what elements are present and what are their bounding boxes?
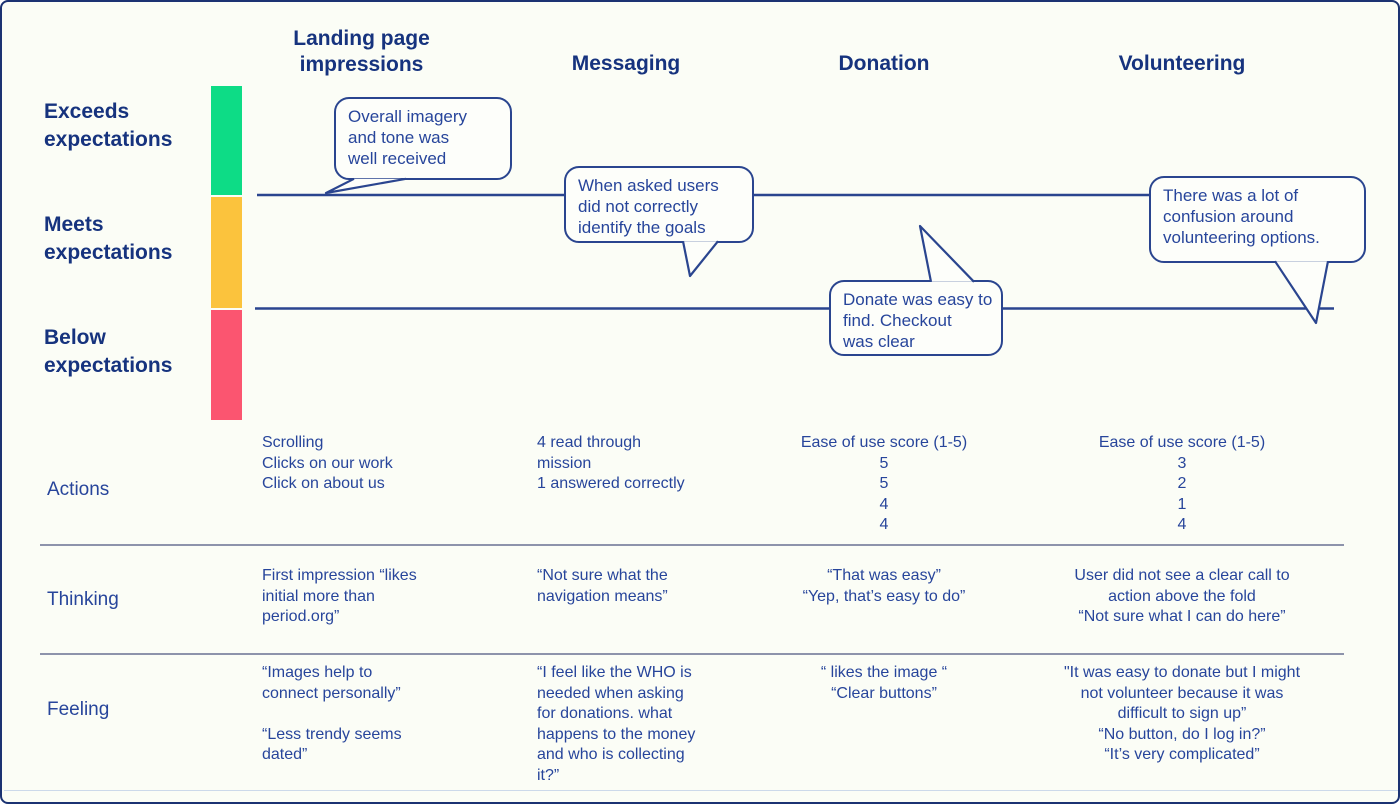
- cell-actions-donation: Ease of use score (1-5) 5 5 4 4: [800, 434, 968, 533]
- cell-actions-landing: Scrolling Clicks on our work Click on ab…: [262, 434, 393, 492]
- scale-label-below: Below expectations: [44, 326, 173, 377]
- footer-rule: [4, 790, 1398, 791]
- annotation-bubble-donation: Donate was easy to find. Checkout was cl…: [829, 280, 1003, 356]
- scale-label-meets: Meets expectations: [44, 213, 173, 264]
- separator-thinking-feeling: [40, 653, 1344, 655]
- separator-actions-thinking: [40, 544, 1344, 546]
- cell-feeling-donation: “ likes the image “ “Clear buttons”: [820, 664, 948, 702]
- cell-thinking-volunteering: User did not see a clear call to action …: [1074, 567, 1290, 625]
- scale-bar-meets: [211, 197, 242, 308]
- cell-thinking-donation: “That was easy” “Yep, that’s easy to do”: [802, 567, 966, 605]
- cell-actions-messaging: 4 read through mission 1 answered correc…: [537, 434, 685, 492]
- row-label-feeling: Feeling: [47, 699, 110, 720]
- column-header-landing-page: Landing page impressions: [293, 27, 430, 76]
- cell-thinking-landing: First impression “likes initial more tha…: [262, 567, 417, 625]
- bubble-tail-donation: [918, 224, 975, 283]
- scale-label-exceeds: Exceeds expectations: [44, 100, 173, 151]
- annotation-bubble-messaging: When asked users did not correctly ident…: [564, 166, 754, 243]
- row-label-thinking: Thinking: [47, 589, 119, 610]
- bubble-tail-messaging: [681, 240, 719, 278]
- scale-bar-exceeds: [211, 86, 242, 195]
- cell-feeling-landing: “Images help to connect personally” “Les…: [262, 664, 402, 763]
- annotation-bubble-landing: Overall imagery and tone was well receiv…: [334, 97, 512, 180]
- bubble-tail-landing: [324, 177, 407, 195]
- cell-thinking-messaging: “Not sure what the navigation means”: [537, 567, 668, 605]
- column-header-messaging: Messaging: [571, 52, 681, 75]
- column-header-volunteering: Volunteering: [1118, 52, 1246, 75]
- bubble-tail-volunteering: [1274, 260, 1330, 325]
- row-label-actions: Actions: [47, 479, 110, 500]
- annotation-bubble-volunteering: There was a lot of confusion around volu…: [1149, 176, 1366, 263]
- column-header-donation: Donation: [838, 52, 930, 75]
- cell-actions-volunteering: Ease of use score (1-5) 3 2 1 4: [1098, 434, 1266, 533]
- cell-feeling-messaging: “I feel like the WHO is needed when aski…: [537, 664, 696, 784]
- cell-feeling-volunteering: "It was easy to donate but I might not v…: [1063, 664, 1301, 763]
- scale-bar-below: [211, 310, 242, 420]
